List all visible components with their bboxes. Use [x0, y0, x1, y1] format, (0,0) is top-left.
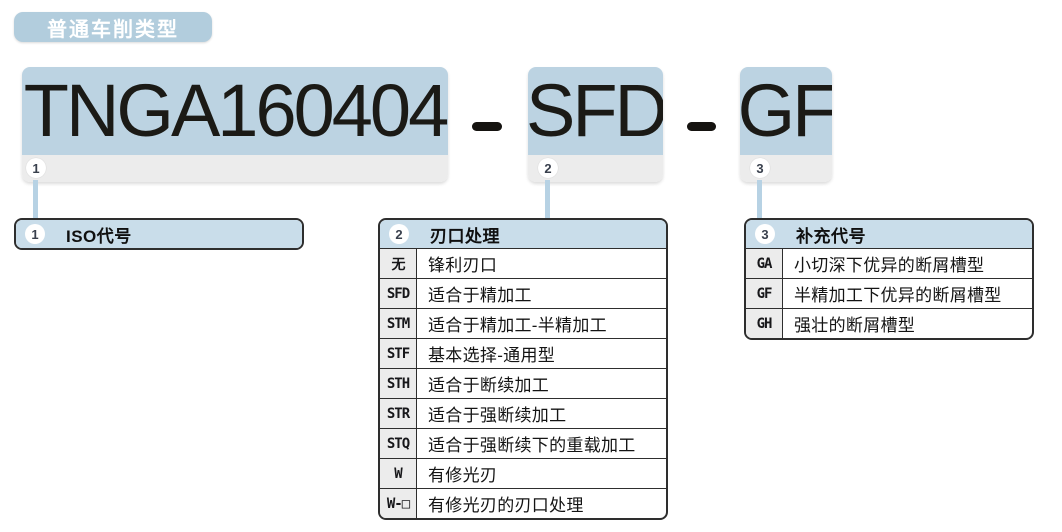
desc-cell: 适合于精加工-半精加工: [428, 316, 607, 335]
table-row: W 有修光刃: [380, 458, 666, 488]
table-title: 刃口处理: [430, 226, 500, 246]
desc-cell: 强壮的断屑槽型: [794, 316, 916, 335]
table-header: 3 补充代号: [746, 220, 1032, 248]
table-header: 2 刃口处理: [380, 220, 666, 248]
desc-cell: 适合于强断续加工: [428, 406, 567, 425]
edge-treatment-table: 2 刃口处理 无 锋利刃口 SFD 适合于精加工 STM 适合于精加工-半精加工…: [378, 218, 668, 520]
table-title: 补充代号: [796, 226, 866, 246]
table-header: 1 ISO代号: [16, 220, 302, 248]
desc-cell: 有修光刃: [428, 466, 498, 485]
designation-segment-supplement: GF 3: [740, 67, 832, 182]
code-cell: GF: [746, 279, 783, 308]
desc-cell: 适合于断续加工: [428, 376, 550, 395]
table-row: STF 基本选择-通用型: [380, 338, 666, 368]
table-row: 无 锋利刃口: [380, 248, 666, 278]
ref-number-badge: 3: [755, 224, 775, 244]
desc-cell: 适合于精加工: [428, 286, 532, 305]
connector-line: [545, 180, 550, 218]
connector-line: [757, 180, 762, 218]
ref-number-badge: 2: [389, 224, 409, 244]
connector-line: [33, 180, 38, 218]
table-row: STQ 适合于强断续下的重载加工: [380, 428, 666, 458]
desc-cell: 小切深下优异的断屑槽型: [794, 256, 985, 275]
code-cell: STM: [380, 309, 417, 338]
table-row: GH 强壮的断屑槽型: [746, 308, 1032, 338]
desc-cell: 锋利刃口: [428, 256, 498, 275]
code-cell: SFD: [380, 279, 417, 308]
segment-strip: 1: [22, 155, 448, 182]
table-row: STR 适合于强断续加工: [380, 398, 666, 428]
table-title: ISO代号: [66, 226, 132, 246]
segment-code: GF: [740, 67, 832, 155]
dash-separator-icon: [472, 122, 502, 131]
category-tag: 普通车削类型: [14, 12, 212, 42]
segment-code: TNGA160404: [22, 67, 448, 155]
code-cell: GH: [746, 309, 783, 338]
desc-cell: 有修光刃的刃口处理: [428, 496, 584, 515]
code-cell: GA: [746, 249, 783, 278]
table-row: GA 小切深下优异的断屑槽型: [746, 248, 1032, 278]
desc-cell: 适合于强断续下的重载加工: [428, 436, 636, 455]
table-row: W-□ 有修光刃的刃口处理: [380, 488, 666, 518]
designation-segment-edge: SFD 2: [528, 67, 663, 182]
code-cell: STH: [380, 369, 417, 398]
table-row: STH 适合于断续加工: [380, 368, 666, 398]
ref-number-badge: 3: [750, 158, 770, 178]
desc-cell: 基本选择-通用型: [428, 346, 556, 365]
segment-strip: 2: [528, 155, 663, 182]
code-cell: 无: [380, 249, 417, 278]
table-row: STM 适合于精加工-半精加工: [380, 308, 666, 338]
code-cell: STQ: [380, 429, 417, 458]
dash-separator-icon: [687, 122, 716, 131]
code-cell: STR: [380, 399, 417, 428]
table-row: GF 半精加工下优异的断屑槽型: [746, 278, 1032, 308]
desc-cell: 半精加工下优异的断屑槽型: [794, 286, 1002, 305]
segment-code: SFD: [528, 67, 663, 155]
code-cell: W-□: [380, 489, 417, 518]
designation-segment-iso: TNGA160404 1: [22, 67, 448, 182]
code-cell: W: [380, 459, 417, 488]
ref-number-badge: 1: [26, 158, 46, 178]
supplement-code-table: 3 补充代号 GA 小切深下优异的断屑槽型 GF 半精加工下优异的断屑槽型 GH…: [744, 218, 1034, 340]
iso-code-table: 1 ISO代号: [14, 218, 304, 250]
ref-number-badge: 2: [538, 158, 558, 178]
table-row: SFD 适合于精加工: [380, 278, 666, 308]
segment-strip: 3: [740, 155, 832, 182]
ref-number-badge: 1: [25, 224, 45, 244]
code-cell: STF: [380, 339, 417, 368]
